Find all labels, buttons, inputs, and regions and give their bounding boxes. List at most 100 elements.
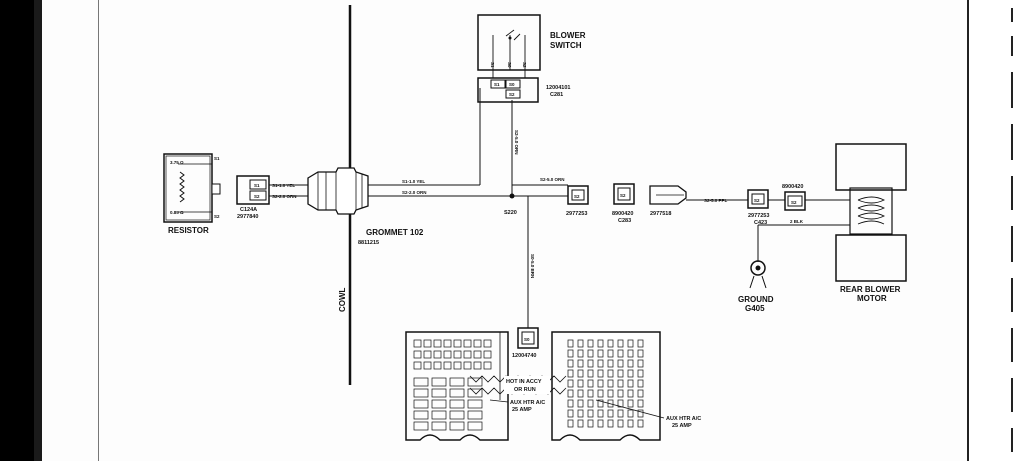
fuse-cell: [617, 339, 624, 348]
aux-left-pointer: [489, 399, 509, 403]
fuse-cell: [467, 399, 483, 409]
resistor-value-2: 0.85 Ω: [170, 210, 184, 215]
fuse-cell: [413, 361, 422, 370]
grommet-label: GROMMET 102: [366, 228, 424, 237]
fuse-cell: [597, 409, 604, 418]
fuse-cell: [617, 379, 624, 388]
c283-id: C283: [618, 218, 631, 224]
fuse-cell: [587, 369, 594, 378]
wire-blk-label: 2 BLK: [790, 219, 804, 224]
motor-connector-pin: S2: [791, 200, 797, 205]
fuse-cell: [617, 419, 624, 428]
fuse-cell: [607, 359, 614, 368]
grommet: [307, 167, 369, 215]
fuse-cell: [617, 399, 624, 408]
cowl-label: COWL: [338, 287, 347, 312]
fuse-cell: [567, 399, 574, 408]
fuse-grid-left: [413, 339, 492, 431]
blower-switch-label-2: SWITCH: [550, 41, 582, 50]
fuse-cell: [597, 369, 604, 378]
fuse-cell: [431, 388, 447, 398]
fuse-cell: [627, 379, 634, 388]
fuse-connector: [517, 327, 539, 349]
fuse-cell: [463, 339, 472, 348]
fuse-cell: [483, 350, 492, 359]
fuse-cell: [587, 339, 594, 348]
rear-blower-motor: [835, 143, 907, 282]
motor-connector: [784, 191, 806, 211]
fuse-cell: [567, 389, 574, 398]
fuse-cell: [453, 339, 462, 348]
switch-pin-s1: S1: [490, 62, 495, 68]
fuse-grid-right: [567, 339, 644, 428]
hot-label-bg: [504, 376, 550, 394]
connector-c281: [477, 70, 539, 103]
fuse-cell: [473, 339, 482, 348]
fuse-cell: [423, 361, 432, 370]
fuse-cell: [467, 410, 483, 420]
resistor-pin-s2: S2: [214, 214, 220, 219]
connector-2977518-label: 2977518: [650, 211, 671, 217]
ground-id: G405: [745, 304, 765, 313]
fuse-cell: [413, 410, 429, 420]
fuse-cell: [567, 339, 574, 348]
fuse-cell: [463, 350, 472, 359]
c281-pin-s0: S0: [509, 82, 515, 87]
blower-switch-label-1: BLOWER: [550, 31, 586, 40]
wire-s2-right-label: S2-2.0 ORN: [402, 190, 427, 195]
fuse-cell: [577, 389, 584, 398]
fuse-cell: [617, 389, 624, 398]
fuse-cell: [627, 419, 634, 428]
wire-s1-left-label: S1-1.0 YEL: [272, 183, 295, 188]
c281-part: 12004101: [546, 85, 570, 91]
fuse-cell: [567, 419, 574, 428]
fuse-cell: [567, 409, 574, 418]
fuse-cell: [413, 421, 429, 431]
fuse-cell: [467, 377, 483, 387]
resistor-label: RESISTOR: [168, 226, 209, 235]
fuse-cell: [617, 349, 624, 358]
fuse-cell: [577, 379, 584, 388]
connector-2977518: [649, 185, 687, 205]
aux-right-label-1: AUX HTR A/C: [666, 416, 701, 422]
fuse-cell: [637, 419, 644, 428]
fuse-cell: [637, 349, 644, 358]
grommet-part: 8811215: [358, 240, 379, 246]
fuse-cell: [449, 410, 465, 420]
switch-pin-s2: S2: [522, 62, 527, 68]
resistor-value-1: 3.75 Ω: [170, 160, 184, 165]
aux-right-label-2: 25 AMP: [672, 423, 692, 429]
fuse-cell: [463, 361, 472, 370]
fuse-cell: [567, 379, 574, 388]
fuse-cell: [577, 399, 584, 408]
wire-vertical-orn-label: S2-5.0 ORN: [514, 130, 519, 155]
aux-right-pointer: [595, 399, 665, 419]
fuse-cell: [617, 409, 624, 418]
fuse-cell: [431, 399, 447, 409]
fuse-cell: [637, 379, 644, 388]
fuse-cell: [413, 399, 429, 409]
fuse-cell: [433, 350, 442, 359]
c283-pin: S2: [620, 193, 626, 198]
connector-c423: [747, 189, 769, 209]
fuse-cell: [449, 377, 465, 387]
fuse-cell: [473, 350, 482, 359]
fuse-cell: [577, 369, 584, 378]
splice-s220: [509, 193, 515, 199]
fuse-cell: [637, 369, 644, 378]
c423-part: 2977253: [748, 213, 769, 219]
fuse-cell: [597, 419, 604, 428]
fuse-cell: [587, 409, 594, 418]
fuse-cell: [617, 369, 624, 378]
c283-part: 8900420: [612, 211, 633, 217]
fuse-cell: [433, 339, 442, 348]
hot-label-1: HOT IN ACCY: [506, 379, 542, 385]
connector-2977253-label: 2977253: [566, 211, 587, 217]
c281-pin-s2: S2: [509, 92, 515, 97]
fuse-cell: [627, 389, 634, 398]
blower-switch: [477, 14, 541, 71]
c124a-pin-s2: S2: [254, 194, 260, 199]
fuse-cell: [627, 339, 634, 348]
fuse-cell: [587, 359, 594, 368]
fuse-cell: [597, 349, 604, 358]
